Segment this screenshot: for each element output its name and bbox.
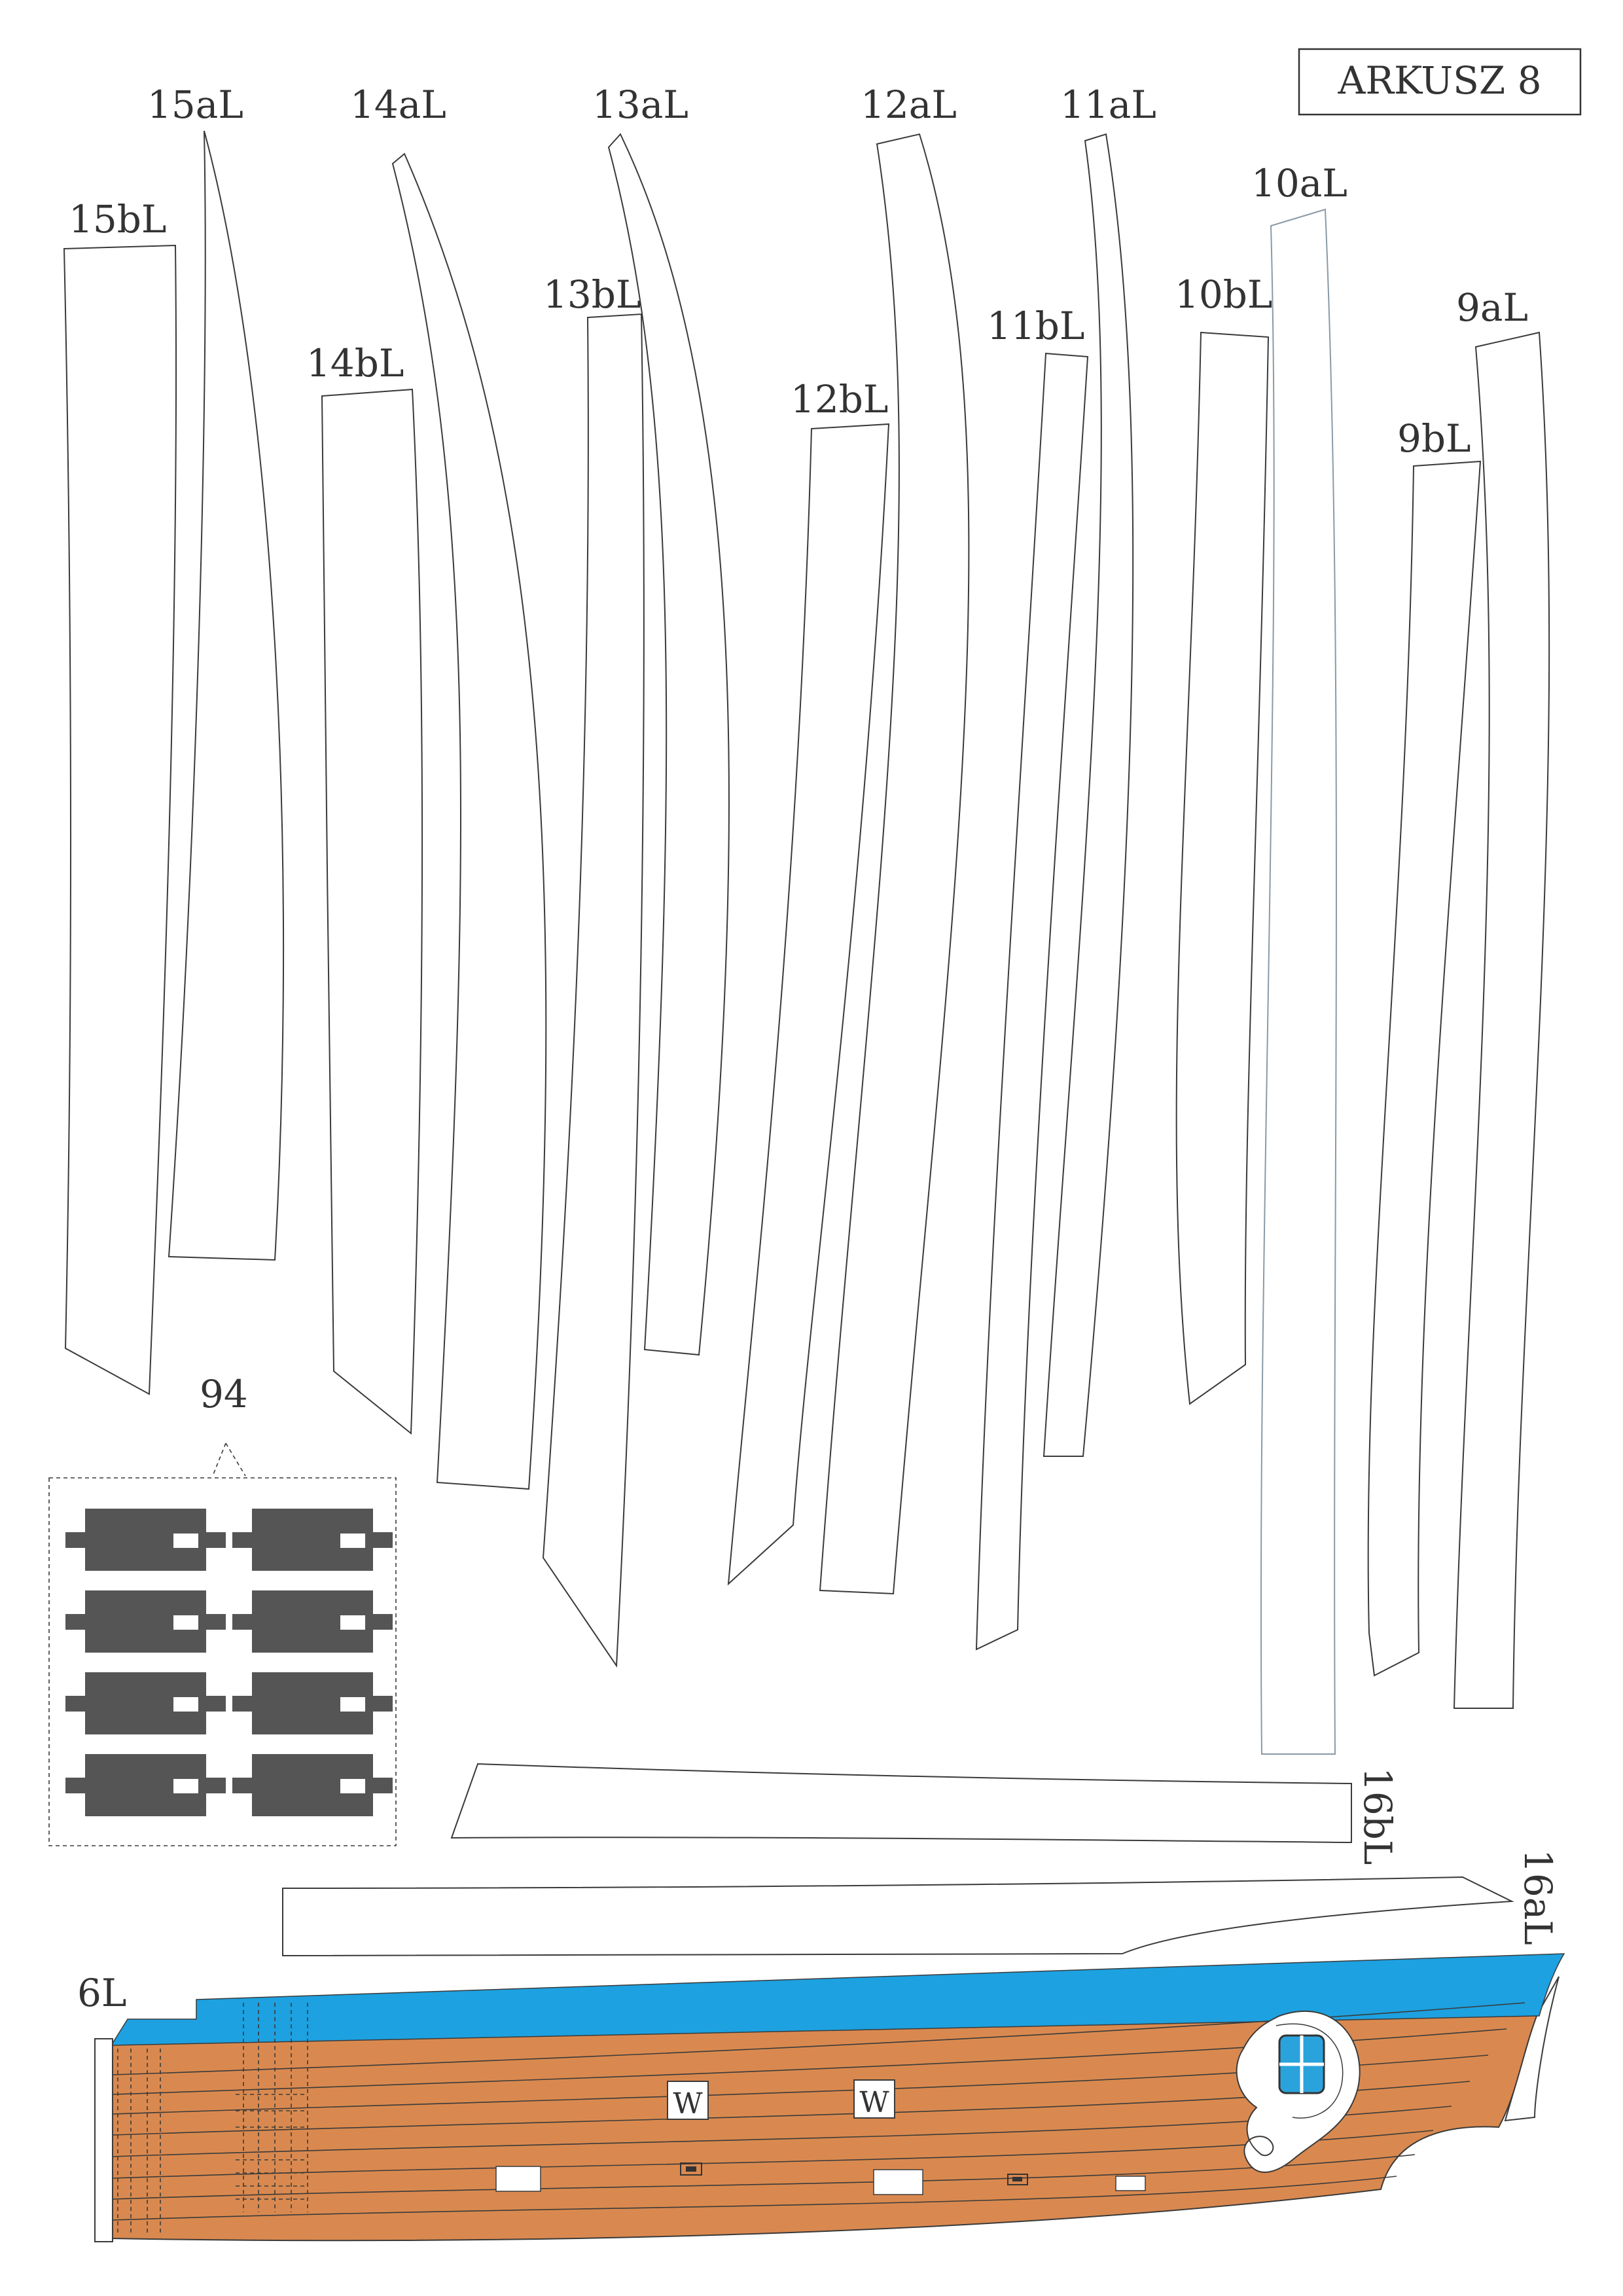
part-13aL-strip (607, 133, 730, 1356)
part-94-tab (232, 1672, 393, 1734)
part-94-cut-box (48, 1477, 397, 1846)
part-12bL-strip (727, 423, 890, 1586)
part-label-6L: 6L (77, 1971, 126, 2015)
part-16aL-strip (282, 1876, 1514, 1957)
part-9aL-strip (1453, 331, 1550, 1709)
svg-text:W: W (673, 2087, 703, 2121)
hull-stern-markings (117, 2003, 308, 2235)
hull-port-1 (495, 2166, 541, 2192)
part-14bL-strip (321, 388, 423, 1435)
hull-stern-strip (94, 2038, 113, 2242)
part-label-11aL: 11aL (1060, 82, 1156, 127)
part-label-10bL: 10bL (1175, 272, 1272, 317)
part-16bL-strip (450, 1763, 1352, 1844)
part-11bL-strip (975, 352, 1089, 1651)
part-13bL-strip (542, 313, 645, 1668)
part-label-12bL: 12bL (791, 377, 888, 422)
part-94-tab (65, 1672, 226, 1734)
part-label-13aL: 13aL (592, 82, 688, 127)
part-label-15bL: 15bL (69, 197, 166, 242)
hull-bow-tip (1504, 1976, 1560, 2122)
part-label-13bL: 13bL (543, 272, 641, 317)
hull-port-3 (1115, 2176, 1146, 2191)
part-label-9aL: 9aL (1456, 285, 1528, 330)
window-icon (1278, 2034, 1325, 2094)
part-94-leader (212, 1443, 246, 1477)
part-10aL-strip (1260, 208, 1337, 1755)
part-11aL-strip (1043, 133, 1134, 1457)
part-label-15aL: 15aL (147, 82, 243, 127)
part-label-14bL: 14bL (306, 341, 404, 386)
part-15aL-strip (168, 130, 285, 1261)
part-label-11bL: 11bL (987, 304, 1084, 348)
part-label-10aL: 10aL (1251, 161, 1347, 206)
part-label-9bL: 9bL (1397, 416, 1471, 461)
part-94-tab (232, 1509, 393, 1571)
plank-line (112, 2176, 1397, 2221)
hull-hinge-1 (680, 2162, 702, 2176)
part-label-16bL: 16bL (1355, 1767, 1400, 1865)
svg-text:W: W (859, 2086, 889, 2119)
part-15bL-strip (63, 244, 177, 1395)
hull-port-2 (873, 2169, 923, 2195)
part-label-12aL: 12aL (861, 82, 957, 127)
hull-hinge-2 (1007, 2174, 1028, 2185)
port-mark-2: W (853, 2079, 895, 2119)
part-9bL-strip (1367, 460, 1482, 1677)
hull-planking (111, 2011, 1539, 2242)
quarter-gallery-ornament (1236, 2011, 1361, 2173)
part-94-tab (65, 1754, 226, 1816)
part-14aL-strip (391, 152, 547, 1490)
part-94-tab (232, 1590, 393, 1653)
part-12aL-strip (819, 133, 970, 1595)
part-label-16aL: 16aL (1516, 1849, 1560, 1945)
port-mark-1: W (667, 2081, 709, 2121)
part-94-tab (65, 1590, 226, 1653)
part-94-group: 94 (48, 1372, 397, 1846)
sheet-label: ARKUSZ 8 (1298, 48, 1582, 116)
part-label-94: 94 (200, 1372, 248, 1416)
part-94-tab (65, 1509, 226, 1571)
part-label-14aL: 14aL (350, 82, 446, 127)
part-10bL-strip (1175, 331, 1270, 1405)
sheet-label-text: ARKUSZ 8 (1337, 58, 1541, 103)
part-94-tab (232, 1754, 393, 1816)
hull-side-6L: 6L W W (77, 1953, 1565, 2242)
part-94-tabs (65, 1509, 393, 1816)
